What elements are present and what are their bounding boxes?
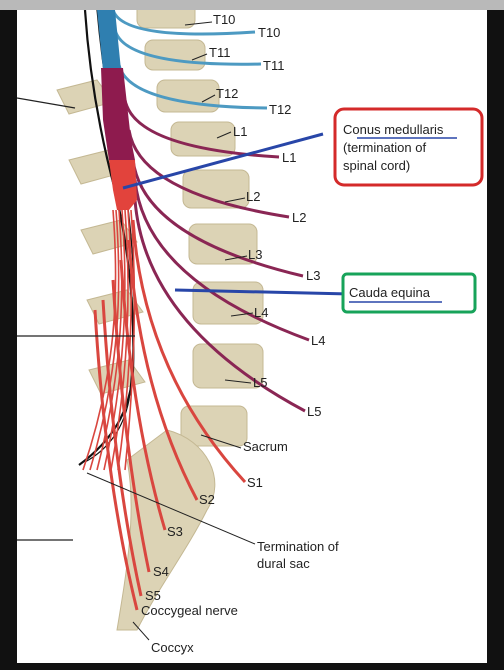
label-l1-top: L1 bbox=[233, 124, 247, 139]
spinal-cord-diagram: T10 T10 T11 T11 T12 T12 L1 L1 L2 L2 L3 L… bbox=[17, 10, 487, 663]
vertebra-body bbox=[157, 80, 219, 112]
top-border bbox=[0, 0, 504, 10]
sacrum-bone bbox=[117, 430, 215, 630]
label-l5-top: L5 bbox=[253, 375, 267, 390]
label-t10: T10 bbox=[258, 25, 280, 40]
label-termination-line1: Termination of bbox=[257, 539, 339, 554]
label-s5: S5 bbox=[145, 588, 161, 603]
label-t11-top: T11 bbox=[209, 45, 230, 60]
cauda-label: Cauda equina bbox=[349, 285, 431, 300]
label-termination-line2: dural sac bbox=[257, 556, 310, 571]
label-l4: L4 bbox=[311, 333, 325, 348]
diagram-canvas: T10 T10 T11 T11 T12 T12 L1 L1 L2 L2 L3 L… bbox=[17, 10, 487, 663]
vertebra-body bbox=[183, 170, 249, 208]
label-l3: L3 bbox=[306, 268, 320, 283]
label-l3-top: L3 bbox=[248, 247, 262, 262]
label-s1: S1 bbox=[247, 475, 263, 490]
label-l5: L5 bbox=[307, 404, 321, 419]
vertebral-column bbox=[57, 10, 263, 630]
label-s4: S4 bbox=[153, 564, 169, 579]
label-l2: L2 bbox=[292, 210, 306, 225]
conus-line3: spinal cord) bbox=[343, 158, 410, 173]
label-l2-top: L2 bbox=[246, 189, 260, 204]
label-t12-top: T12 bbox=[216, 86, 238, 101]
label-t10-top: T10 bbox=[213, 12, 235, 27]
label-t12: T12 bbox=[269, 102, 291, 117]
label-sacrum: Sacrum bbox=[243, 439, 288, 454]
label-s3: S3 bbox=[167, 524, 183, 539]
label-l4-top: L4 bbox=[254, 305, 268, 320]
label-s2: S2 bbox=[199, 492, 215, 507]
label-t11: T11 bbox=[263, 58, 284, 73]
conus-line1: Conus medullaris bbox=[343, 122, 444, 137]
label-coccyx: Coccyx bbox=[151, 640, 194, 655]
label-l1: L1 bbox=[282, 150, 296, 165]
label-coccygeal-nerve: Coccygeal nerve bbox=[141, 603, 238, 618]
vertebra-body bbox=[189, 224, 257, 264]
conus-line2: (termination of bbox=[343, 140, 426, 155]
